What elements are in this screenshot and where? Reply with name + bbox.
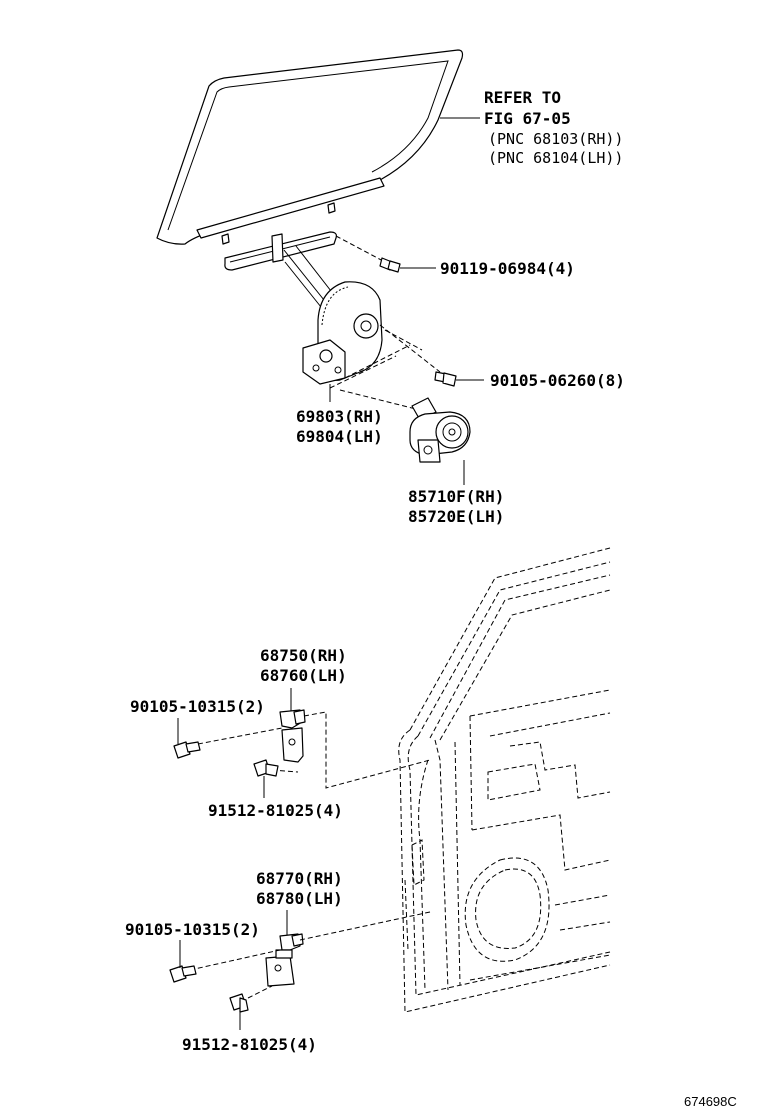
label-lower-hinge-lh: 68780(LH) xyxy=(256,889,343,908)
label-bolt-90105-06260: 90105-06260(8) xyxy=(490,371,625,390)
label-upper-hinge-bolt: 90105-10315(2) xyxy=(130,697,265,716)
figure-code: 674698C xyxy=(684,1094,737,1109)
lower-hinge-screw-icon xyxy=(229,993,249,1030)
label-regulator-lh: 69804(LH) xyxy=(296,427,383,446)
label-upper-hinge-lh: 68760(LH) xyxy=(260,666,347,685)
refer-line-4: (PNC 68104(LH)) xyxy=(488,149,623,167)
lower-hinge xyxy=(189,910,431,999)
refer-line-1: REFER TO xyxy=(484,88,561,107)
window-regulator xyxy=(224,231,383,385)
door-shell xyxy=(398,547,611,1013)
upper-hinge-screw-icon xyxy=(253,759,279,798)
door-glass xyxy=(156,49,464,245)
label-lower-hinge-screw: 91512-81025(4) xyxy=(182,1035,317,1054)
bolt-90119-icon xyxy=(379,257,436,273)
label-motor-lh: 85720E(LH) xyxy=(408,507,504,526)
label-lower-hinge-rh: 68770(RH) xyxy=(256,869,343,888)
window-motor xyxy=(409,397,471,463)
refer-line-3: (PNC 68103(RH)) xyxy=(488,130,623,148)
label-bolt-90119: 90119-06984(4) xyxy=(440,259,575,278)
upper-hinge xyxy=(197,688,431,789)
bolt-90105-06260-icon xyxy=(434,371,484,387)
regulator-guide-lines xyxy=(329,235,441,411)
label-regulator-rh: 69803(RH) xyxy=(296,407,383,426)
label-lower-hinge-bolt: 90105-10315(2) xyxy=(125,920,260,939)
label-upper-hinge-rh: 68750(RH) xyxy=(260,646,347,665)
lower-hinge-bolt-icon xyxy=(169,940,197,983)
refer-line-2: FIG 67-05 xyxy=(484,109,571,128)
label-motor-rh: 85710F(RH) xyxy=(408,487,504,506)
upper-hinge-bolt-icon xyxy=(173,718,201,759)
label-upper-hinge-screw: 91512-81025(4) xyxy=(208,801,343,820)
